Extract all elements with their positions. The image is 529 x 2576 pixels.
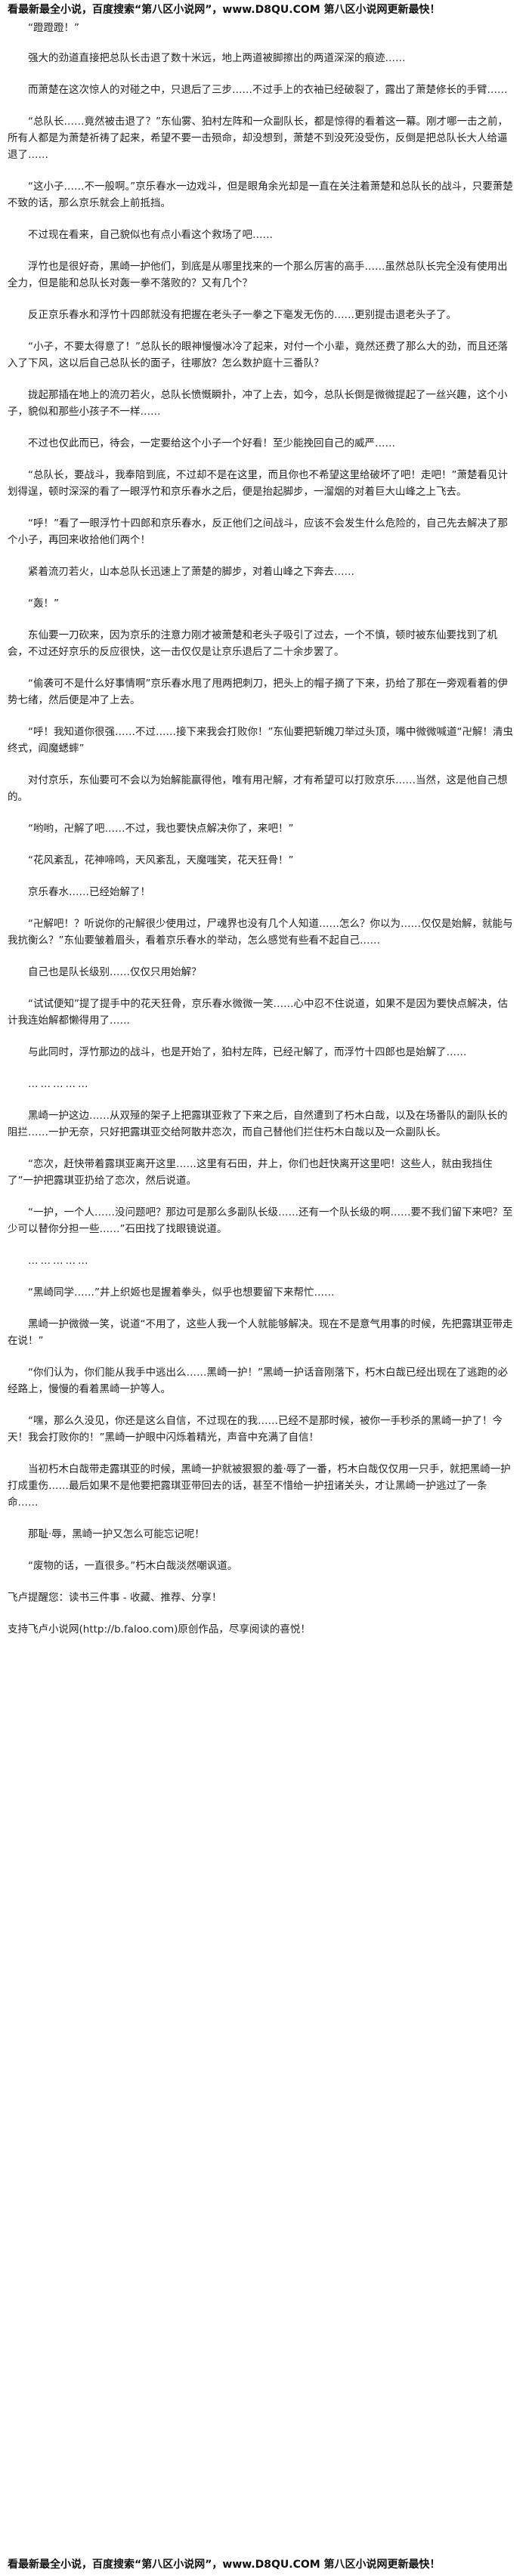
paragraph: 黑崎一护微微一笑，说道“不用了，这些人我一个人就能够解决。现在不是意气用事的时候… (8, 1318, 513, 1347)
paragraph: 而萧楚在这次惊人的对碰之中，只退后了三步……不过手上的衣袖已经破裂了，露出了萧楚… (28, 84, 508, 96)
paragraph: 紧着流刃若火，山本总队长迅速上了萧楚的脚步，对着山峰之下奔去…… (28, 566, 354, 578)
paragraph: 反正京乐春水和浮竹十四郎就没有把握在老头子一拳之下毫发无伤的……更别提击退老头子… (28, 309, 456, 321)
support-notice: 支持飞卢小说网(http://b.faloo.com)原创作品，尽享阅读的喜悦！ (8, 1623, 311, 1635)
paragraph: 自己也是队长级别……仅仅只用始解？ (28, 966, 202, 978)
section-separator: …………… (28, 1078, 91, 1090)
reading-reminder: 飞卢提醒您：读书三件事 - 收藏、推荐、分享！ (8, 1592, 222, 1604)
paragraph: “试试便知”提了提手中的花天狂骨，京乐春水微微一笑……心中忍不住说道，如果不是因… (8, 998, 508, 1027)
paragraph: “一护，一个人……没问题吧？那边可是那么多副队长级……还有一个队长级的啊……要不… (8, 1206, 513, 1235)
paragraph: 不过现在看来，自己貌似也有点小看这个救场了吧…… (28, 229, 273, 241)
paragraph: 京乐春水……已经始解了！ (28, 886, 150, 898)
paragraph: “这小子……不一般啊。”京乐春水一边戏斗，但是眼角余光却是一直在关注着萧楚和总队… (8, 181, 513, 209)
paragraph: “恋次，赶快带着露琪亚离开这里……这里有石田，井上，你们也赶快离开这里吧！这些人… (8, 1158, 493, 1187)
paragraph: “黑崎同学……”井上织姬也是握着拳头，似乎也想要留下来帮忙…… (28, 1286, 335, 1299)
paragraph: 当初朽木白哉带走露琪亚的时候，黑崎一护就被狠狠的羞·辱了一番，朽木白哉仅仅用一只… (8, 1463, 511, 1509)
paragraph: “花风紊乱，花神啼鸣，天风紊乱，天魔嗤笑，花天狂骨！” (28, 854, 294, 866)
paragraph: “总队长，要战斗，我奉陪到底，不过却不是在这里，而且你也不希望这里给破坏了吧！走… (8, 469, 508, 498)
paragraph: “偷袭可不是什么好事情啊”京乐春水甩了甩两把刺刀，把头上的帽子摘了下来，扔给了那… (8, 678, 508, 706)
paragraph: “废物的话，一直很多。”朽木白哉淡然嘲讽道。 (28, 1560, 238, 1572)
paragraph: 与此同时，浮竹那边的战斗，也是开始了，狛村左阵，已经卍解了，而浮竹十四郎也是始解… (28, 1046, 467, 1058)
paragraph: 东仙要一刀砍来，因为京乐的注意力刚才被萧楚和老头子吸引了过去，一个不慎，顿时被东… (8, 629, 497, 658)
paragraph: 不过也仅此而已，待会，一定要给这个小子一个好看！至少能挽回自己的威严…… (28, 437, 395, 449)
paragraph: “嘿，那么久没见，你还是这么自信，不过现在的我……已经不是那时候，被你一手秒杀的… (8, 1415, 503, 1444)
site-banner-bottom: 看最新最全小说，百度搜索“第八区小说网”，www.D8QU.COM 第八区小说网… (8, 2559, 441, 2571)
paragraph: “呼！”看了一眼浮竹十四郎和京乐春水，反正他们之间战斗，应该不会发生什么危险的，… (8, 517, 508, 546)
paragraph: 浮竹也是很好奇，黑崎一护他们，到底是从哪里找来的一个那么厉害的高手……虽然总队长… (8, 261, 508, 289)
paragraph: 强大的劲道直接把总队长击退了数十米远，地上两道被脚擦出的两道深深的痕迹…… (28, 52, 406, 64)
paragraph: 那耻·辱，黑崎一护又怎么可能忘记呢！ (28, 1528, 205, 1540)
paragraph: 黑崎一护这边……从双殛的架子上把露琪亚救了下来之后，自然遭到了朽木白哉，以及在场… (8, 1110, 508, 1138)
paragraph: “蹬蹬蹬！” (28, 22, 79, 34)
paragraph: 拢起那插在地上的流刃若火，总队长愤慨瞬扑，冲了上去，如今，总队长倒是微微提起了一… (8, 389, 508, 418)
paragraph: “呼！我知道你很强……不过……接下来我会打败你！”东仙要把斩魄刀举过头顶，嘴中微… (8, 726, 513, 755)
paragraph: “你们认为，你们能从我手中逃出么……黑崎一护！”黑崎一护话音刚落下，朽木白哉已经… (8, 1367, 508, 1395)
paragraph: 对付京乐，东仙要可不会以为始解能赢得他，唯有用卍解，才有希望可以打败京乐……当然… (8, 774, 508, 803)
paragraph: “总队长……竟然被击退了？”东仙雾、狛村左阵和一众副队长，都是惊得的看着这一幕。… (8, 116, 508, 161)
site-banner-top: 看最新最全小说，百度搜索“第八区小说网”，www.D8QU.COM 第八区小说网… (8, 4, 441, 16)
chapter-text: “蹬蹬蹬！” 强大的劲道直接把总队长击退了数十米远，地上两道被脚擦出的两道深深的… (8, 20, 515, 2550)
paragraph: “卍解吧！？听说你的卍解很少使用过，尸魂界也没有几个人知道……怎么？你以为……仅… (8, 918, 513, 947)
paragraph: “哟哟，卍解了吧……不过，我也要快点解决你了，来吧！” (28, 823, 294, 835)
section-separator: …………… (28, 1255, 91, 1267)
paragraph: “轰！” (28, 598, 59, 610)
paragraph: “小子，不要太得意了！”总队长的眼神慢慢冰冷了起来，对付一个小辈，竟然还费了那么… (8, 341, 508, 369)
